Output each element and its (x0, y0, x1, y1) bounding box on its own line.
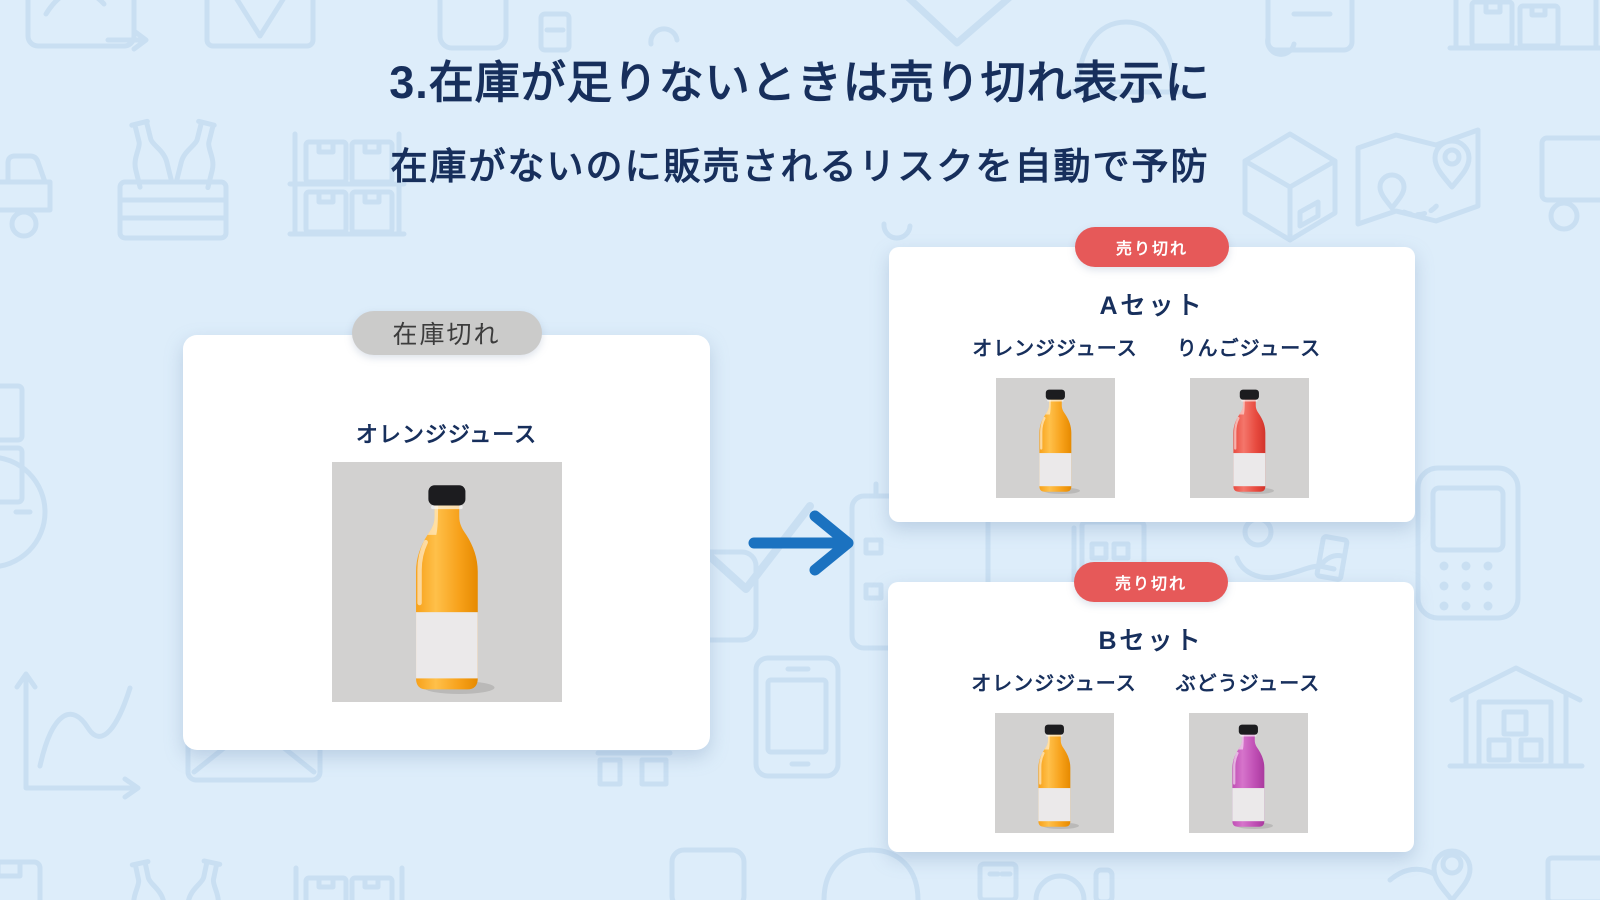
fragment-icons (437, 0, 913, 241)
product-image (995, 378, 1115, 498)
juice-bottle-graphic (1039, 389, 1080, 495)
bottle-crate-icon (117, 118, 229, 241)
sold-out-badge: 売り切れ (1075, 227, 1229, 267)
transform-arrow-icon (745, 505, 860, 581)
misc-icons-bottom (977, 861, 1115, 900)
chart-axes-icon (14, 671, 141, 800)
product-name: オレンジジュース (971, 673, 1137, 695)
phone-keypad-icon (1415, 465, 1521, 621)
pin-road-icon (1387, 848, 1600, 900)
corner-box-icon (0, 859, 43, 900)
page-subtitle: 在庫がないのに販売されるリスクを自動で予防 (390, 146, 1210, 187)
product-row: オレンジジュース ぶどうジュース (888, 671, 1414, 833)
product-item: オレンジジュース (957, 671, 1151, 833)
product-image (1188, 713, 1308, 833)
product-image (994, 713, 1114, 833)
truck-icon-right (1539, 135, 1600, 232)
receipt-icon (1265, 0, 1355, 57)
juice-bottle-graphic (1233, 389, 1274, 495)
warehouse-icon (1447, 665, 1585, 769)
product-item: ぶどうジュース (1151, 671, 1345, 833)
set-a-card: 売り切れ Aセット オレンジジュース りんごジュース (889, 227, 1415, 522)
juice-bottle-graphic (1232, 724, 1273, 830)
product-name: りんごジュース (1176, 338, 1322, 360)
product-name: ぶどうジュース (1175, 673, 1321, 695)
set-title: Aセット (1099, 292, 1205, 320)
set-title: Bセット (1098, 627, 1204, 655)
shelf-icon-bottom (293, 865, 405, 900)
hand-icon (1234, 516, 1350, 582)
boxes-icon-leftedge (0, 383, 25, 505)
set-b-card: 売り切れ Bセット オレンジジュース ぶどうジュース (888, 562, 1414, 852)
juice-bottle-graphic (1038, 724, 1079, 830)
envelope-icon (204, 0, 316, 49)
product-name: オレンジジュース (355, 422, 538, 447)
table-icon (595, 750, 673, 787)
out-of-stock-card: 在庫切れ オレンジジュース (183, 311, 710, 750)
map-icon (1355, 127, 1481, 227)
bottles-icon-bottom (129, 858, 223, 900)
product-image (1189, 378, 1309, 498)
box-3d-icon (1242, 131, 1338, 243)
bell-icon (1063, 19, 1189, 95)
checkmark-icon-top (905, 0, 1012, 47)
truck-icon-left (0, 153, 53, 239)
clock-icon (0, 455, 48, 569)
tablet-icon (753, 655, 841, 779)
rounded-box-icon-bottom (669, 847, 747, 900)
product-name: オレンジジュース (972, 338, 1138, 360)
sold-out-badge: 売り切れ (1074, 562, 1228, 602)
out-of-stock-badge: 在庫切れ (351, 311, 542, 355)
product-image (331, 462, 562, 702)
photo-frame-icon (25, 0, 149, 52)
product-row: オレンジジュース りんごジュース (889, 336, 1415, 498)
warehouse-shelf-icon (287, 131, 407, 237)
shelf-icon-topright (1447, 0, 1600, 51)
page-title: 3.在庫が足りないときは売り切れ表示に (389, 57, 1211, 108)
dome-icon (821, 847, 921, 900)
product-item: りんごジュース (1152, 336, 1346, 498)
juice-bottle-graphic (415, 485, 495, 695)
product-item: オレンジジュース (958, 336, 1152, 498)
